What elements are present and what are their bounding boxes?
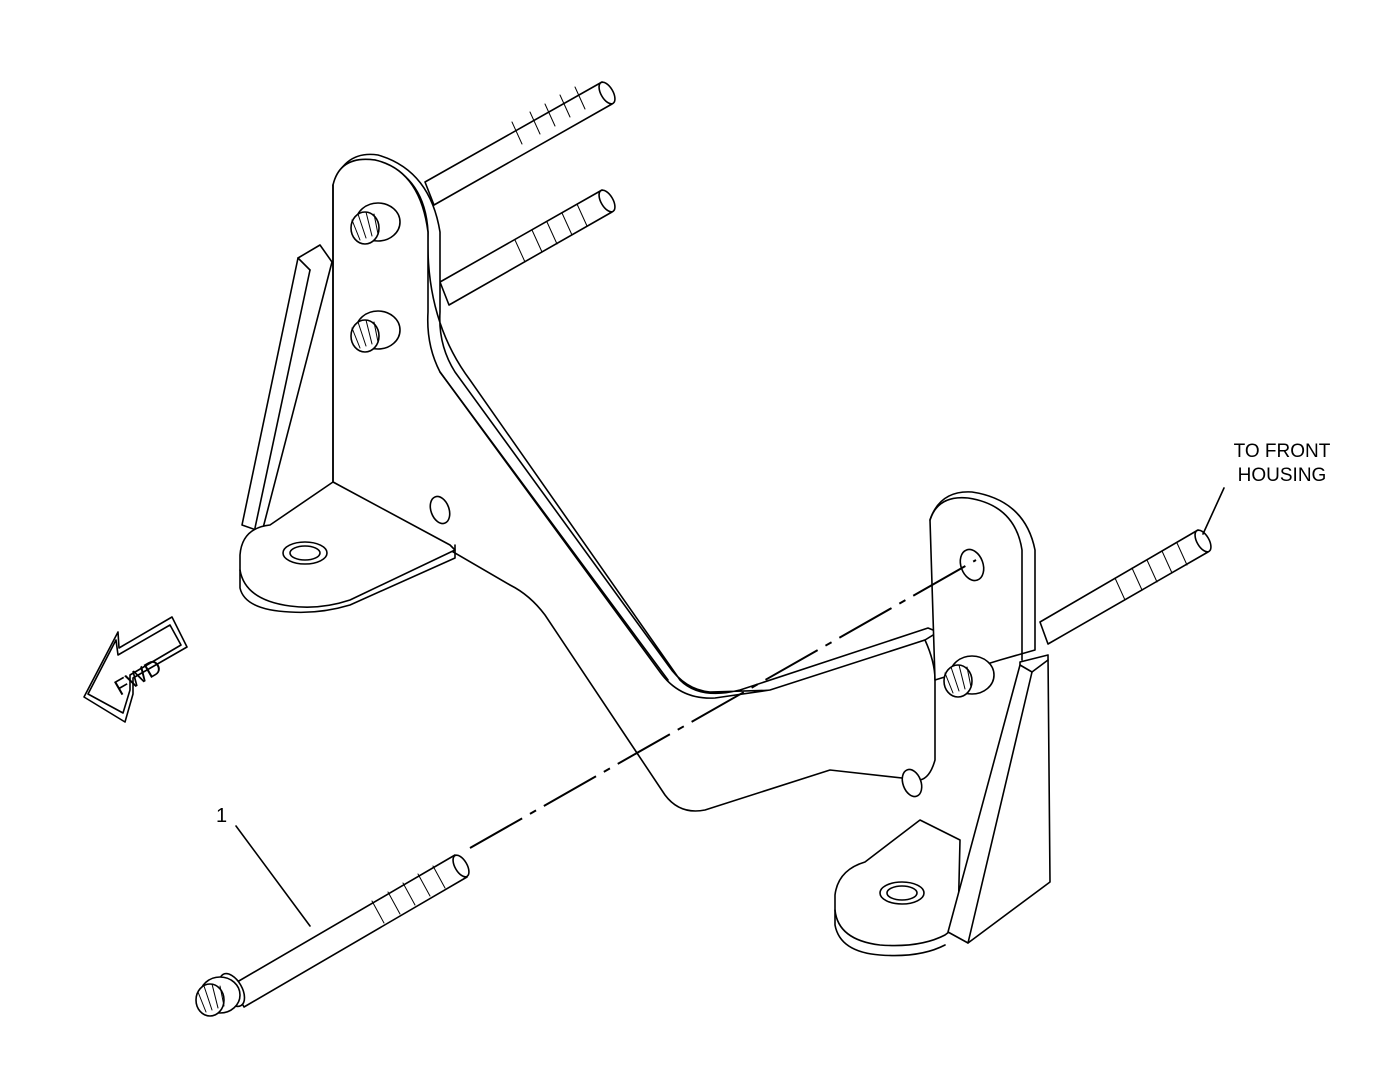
bolt-head — [943, 655, 995, 698]
main-bracket — [332, 153, 939, 812]
bolt-head — [350, 310, 401, 353]
right-gusset — [947, 654, 1051, 944]
right-upright — [929, 491, 1036, 681]
bolt-head — [350, 202, 401, 245]
bolt-item-1 — [195, 854, 470, 1017]
fwd-arrow-icon: FWD — [83, 616, 188, 723]
right-stud — [1039, 529, 1212, 645]
right-foot — [834, 819, 961, 957]
upper-stud-top — [424, 81, 616, 206]
bolt-centerline — [469, 559, 977, 849]
left-gusset — [241, 244, 333, 533]
mounting-hole — [901, 768, 923, 798]
destination-label-line2: HOUSING — [1238, 465, 1327, 486]
left-foot — [239, 481, 456, 614]
callout-leader — [235, 825, 311, 927]
callout-number: 1 — [216, 805, 227, 827]
destination-leader — [1202, 487, 1225, 535]
upper-stud-bottom — [439, 189, 616, 306]
mounting-hole — [429, 495, 451, 525]
destination-label-line1: TO FRONT — [1234, 441, 1331, 462]
